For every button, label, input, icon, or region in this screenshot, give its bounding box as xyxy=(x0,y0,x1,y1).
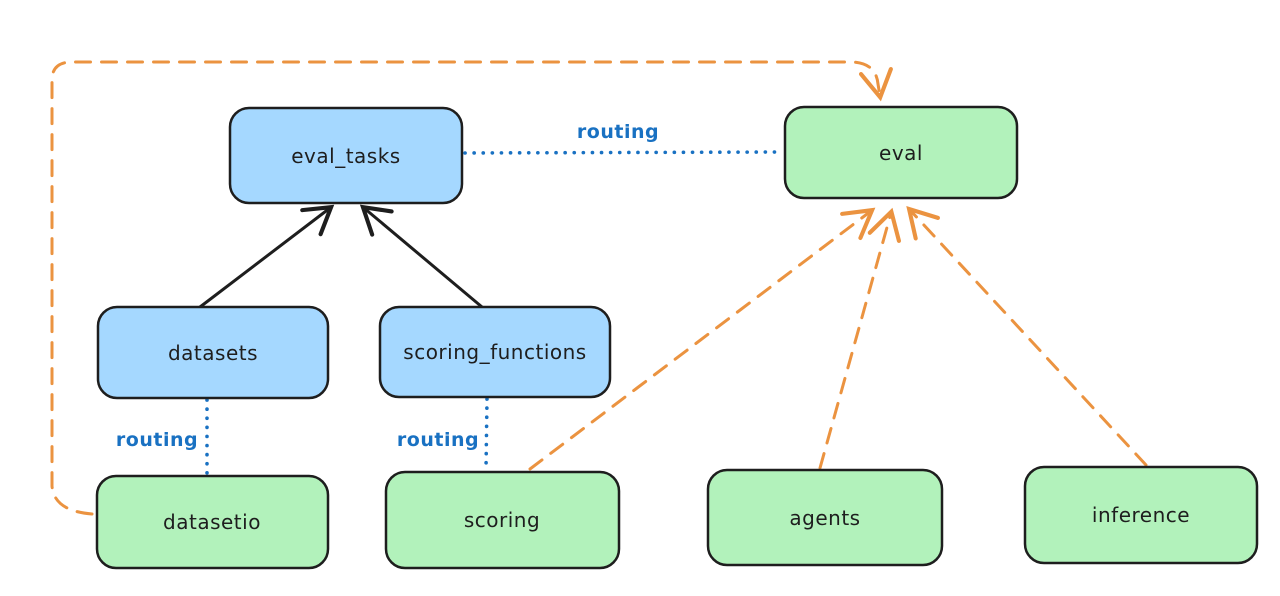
node-inference-label: inference xyxy=(1092,503,1190,527)
nodes-layer: eval_tasks eval datasets scoring_functio… xyxy=(95,105,1259,570)
node-inference: inference xyxy=(1023,465,1259,565)
node-datasets: datasets xyxy=(96,305,330,400)
node-eval-tasks: eval_tasks xyxy=(228,106,464,205)
node-scoring-functions-box xyxy=(378,305,612,399)
node-inference-box xyxy=(1023,465,1259,565)
edge-scoring-functions-to-scoring-routing xyxy=(484,397,489,471)
node-scoring-box xyxy=(384,470,621,570)
node-datasets-box xyxy=(96,305,330,400)
node-datasetio: datasetio xyxy=(95,474,330,570)
node-datasetio-box xyxy=(95,474,330,570)
edge-label-routing-top: routing xyxy=(577,121,659,143)
edge-agents-to-eval xyxy=(818,207,901,470)
edge-datasets-to-eval-tasks xyxy=(198,204,335,309)
edge-eval-tasks-to-eval-routing xyxy=(463,150,785,155)
edges-layer: routing routing routing xyxy=(50,60,1148,516)
node-agents: agents xyxy=(706,468,944,567)
edge-label-routing-datasets: routing xyxy=(116,429,198,451)
edge-scoring-to-eval xyxy=(528,207,876,471)
node-eval-tasks-box xyxy=(228,106,464,205)
node-scoring-label: scoring xyxy=(464,508,540,532)
node-scoring: scoring xyxy=(384,470,621,570)
node-eval: eval xyxy=(783,105,1019,200)
edge-inference-to-eval xyxy=(906,205,1148,467)
edge-scoring-functions-to-eval-tasks xyxy=(359,204,484,309)
node-eval-box xyxy=(783,105,1019,200)
edge-label-routing-scoring: routing xyxy=(397,429,479,451)
node-datasetio-label: datasetio xyxy=(163,510,261,534)
node-scoring-functions: scoring_functions xyxy=(378,305,612,399)
node-eval-tasks-label: eval_tasks xyxy=(291,144,400,168)
node-agents-label: agents xyxy=(789,506,860,530)
edge-datasetio-to-eval xyxy=(50,60,893,516)
node-eval-label: eval xyxy=(879,141,923,165)
node-scoring-functions-label: scoring_functions xyxy=(403,340,586,364)
node-agents-box xyxy=(706,468,944,567)
node-datasets-label: datasets xyxy=(168,341,258,365)
